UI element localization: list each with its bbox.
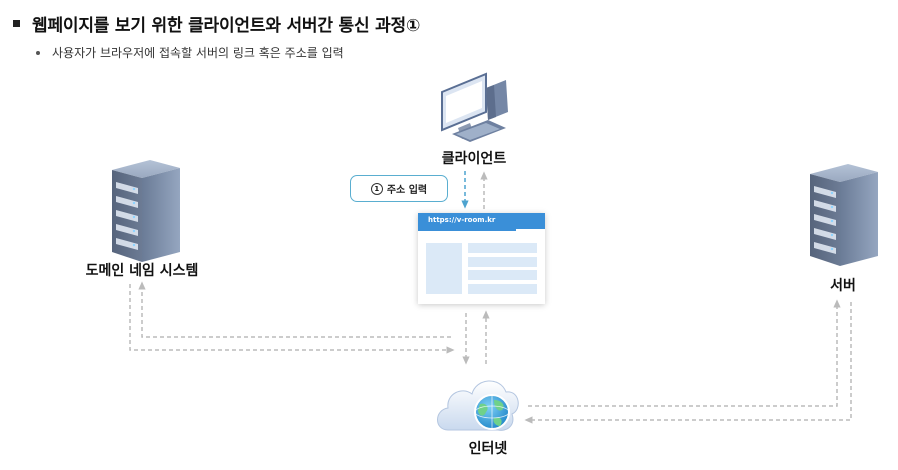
browser-window: https://v-room.kr <box>418 213 545 304</box>
desktop-computer-icon <box>441 72 508 142</box>
server-label: 서버 <box>830 278 856 294</box>
browser-content-row <box>468 257 537 267</box>
client-label: 클라이언트 <box>441 151 507 167</box>
dns-label: 도메인 네임 시스템 <box>85 263 199 279</box>
browser-address-bar: https://v-room.kr <box>418 213 545 231</box>
internet-label: 인터넷 <box>468 441 508 457</box>
browser-content-row <box>468 284 537 294</box>
description-text: 사용자가 브라우저에 접속할 서버의 링크 혹은 주소를 입력 <box>52 46 344 60</box>
dns-server-icon <box>112 160 180 262</box>
browser-content-row <box>468 270 537 280</box>
arrow-internet-to-server <box>528 299 841 407</box>
web-server-icon <box>810 164 878 266</box>
section-heading: 웹페이지를 보기 위한 클라이언트와 서버간 통신 과정① <box>13 12 421 36</box>
dot-bullet-icon <box>36 50 40 55</box>
arrow-dns-to-internet <box>129 284 455 354</box>
page-title: 웹페이지를 보기 위한 클라이언트와 서버간 통신 과정① <box>32 15 421 36</box>
address-input-badge: 1 주소 입력 <box>350 175 448 202</box>
arrow-internet-to-dns <box>138 281 451 338</box>
square-bullet-icon <box>13 19 20 27</box>
step-number-icon: 1 <box>370 182 383 195</box>
browser-url: https://v-room.kr <box>428 216 496 224</box>
arrow-server-to-internet <box>524 302 852 424</box>
browser-sidebar-panel <box>426 243 462 294</box>
browser-tab-indicator <box>516 229 545 231</box>
browser-content-row <box>468 243 537 253</box>
description-line: 사용자가 브라우저에 접속할 서버의 링크 혹은 주소를 입력 <box>36 44 344 61</box>
badge-text: 주소 입력 <box>386 185 428 196</box>
cloud-globe-icon <box>437 380 519 431</box>
